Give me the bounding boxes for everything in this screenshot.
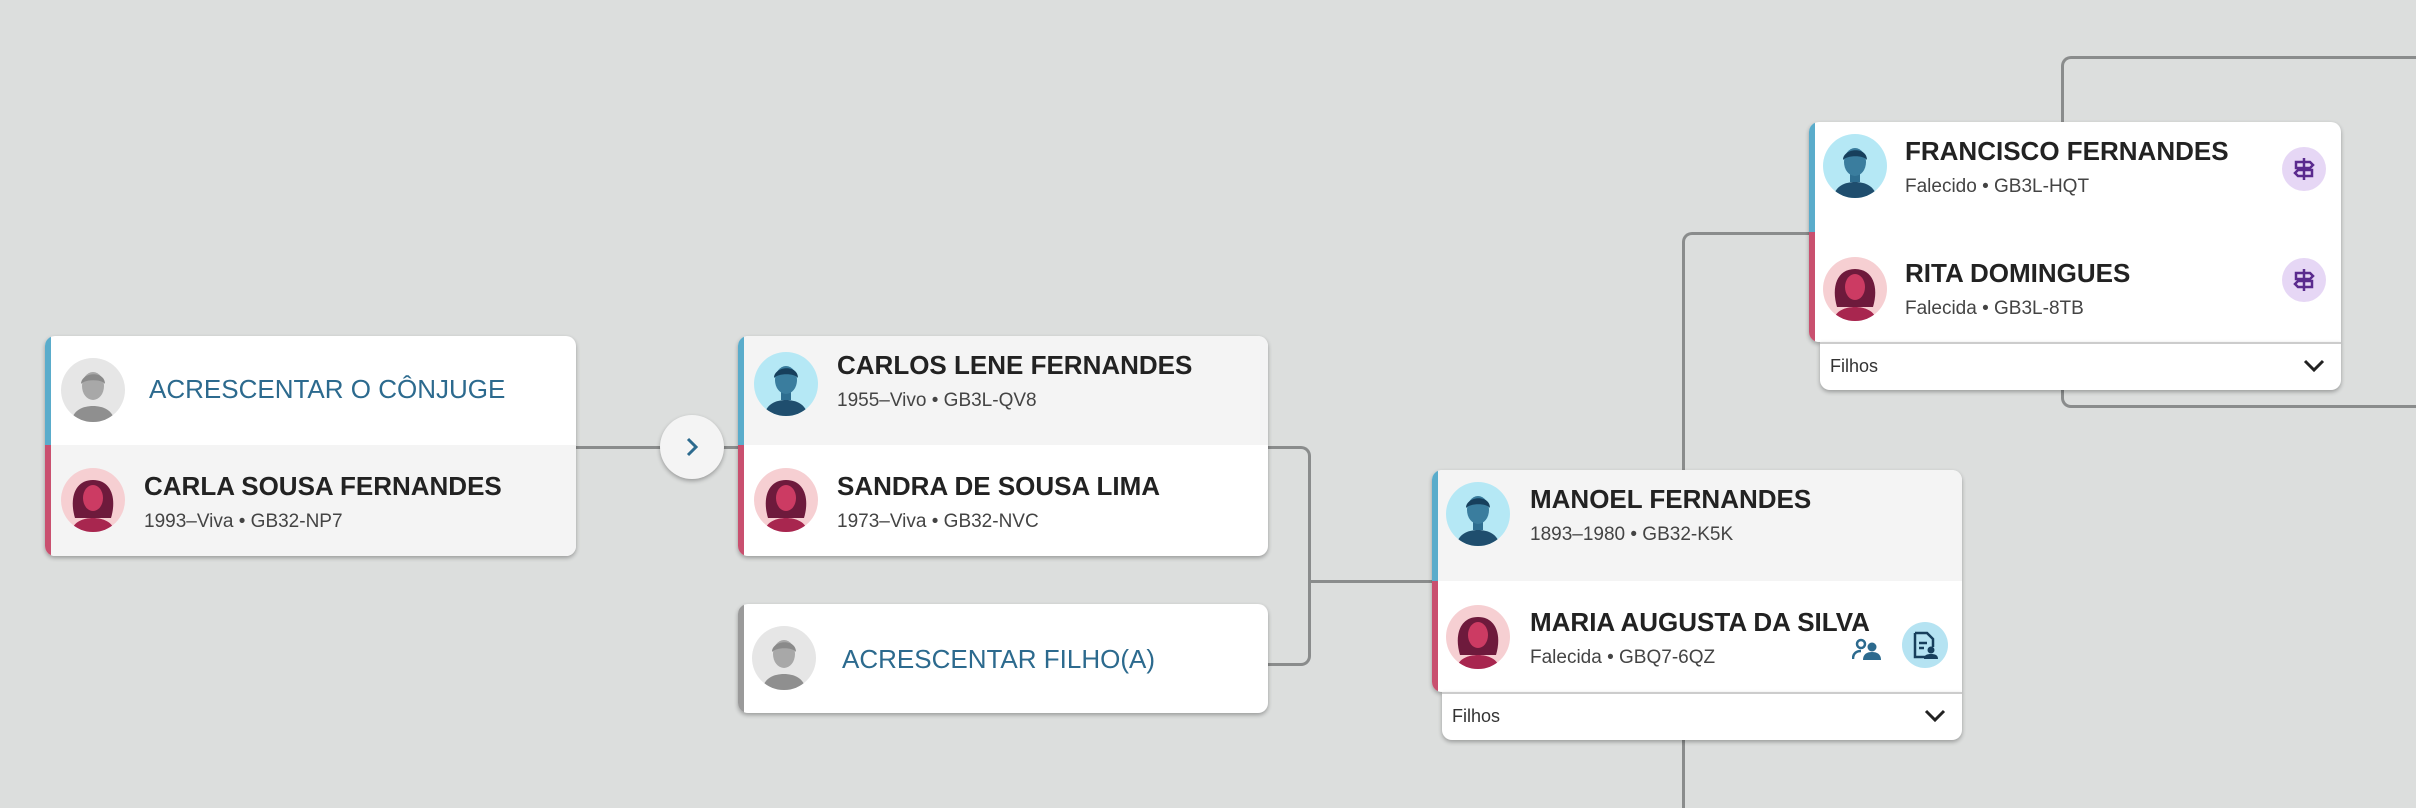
unknown-avatar-icon [61, 358, 125, 422]
add-child-link[interactable]: ACRESCENTAR FILHO(A) [842, 644, 1155, 674]
chevron-right-icon [686, 437, 699, 457]
person-sandra[interactable]: SANDRA DE SOUSA LIMA 1973–Viva • GB32-NV… [738, 445, 1268, 556]
relationships-icon[interactable] [1852, 637, 1882, 663]
connector-line [576, 446, 738, 449]
person-details: Falecido • GB3L-HQT [1905, 176, 2090, 197]
signpost-icon [2293, 158, 2315, 180]
grandparents-couple-card: MANOEL FERNANDES 1893–1980 • GB32-K5K MA… [1432, 470, 1962, 692]
connector-line [1682, 738, 1685, 808]
person-rita[interactable]: RITA DOMINGUES Falecida • GB3L-8TB [1809, 232, 2341, 342]
children-dropdown[interactable]: Filhos [1442, 692, 1962, 740]
add-child-card[interactable]: ACRESCENTAR FILHO(A) [738, 604, 1268, 713]
person-details: 1973–Viva • GB32-NVC [837, 511, 1039, 532]
person-details: Falecida • GB3L-8TB [1905, 298, 2084, 319]
person-francisco[interactable]: FRANCISCO FERNANDES Falecido • GB3L-HQT [1809, 122, 2341, 232]
person-details: 1893–1980 • GB32-K5K [1530, 524, 1734, 545]
parents-couple-card: CARLOS LENE FERNANDES 1955–Vivo • GB3L-Q… [738, 336, 1268, 556]
male-avatar-icon [1823, 134, 1887, 198]
expand-button[interactable] [660, 415, 724, 479]
person-name: MANOEL FERNANDES [1530, 484, 1812, 514]
children-label: Filhos [1452, 706, 1501, 726]
female-avatar-icon [1823, 257, 1887, 321]
person-name: RITA DOMINGUES [1905, 258, 2131, 288]
person-details: 1993–Viva • GB32-NP7 [144, 511, 343, 532]
great-grandparents-couple-card: FRANCISCO FERNANDES Falecido • GB3L-HQT … [1809, 122, 2341, 342]
person-details: 1955–Vivo • GB3L-QV8 [837, 390, 1037, 411]
research-hint-button[interactable] [2282, 258, 2326, 302]
connector-line [1682, 232, 1812, 473]
female-avatar-icon [1446, 605, 1510, 669]
female-avatar-icon [61, 468, 125, 532]
person-name: FRANCISCO FERNANDES [1905, 136, 2229, 166]
person-manoel[interactable]: MANOEL FERNANDES 1893–1980 • GB32-K5K [1432, 470, 1962, 581]
female-avatar-icon [754, 468, 818, 532]
person-details: Falecida • GBQ7-6QZ [1530, 647, 1716, 668]
document-person-icon [1913, 631, 1938, 659]
children-dropdown[interactable]: Filhos [1820, 342, 2341, 390]
connector-line [1308, 580, 1432, 583]
signpost-icon [2293, 269, 2315, 291]
chevron-down-icon [1924, 709, 1946, 723]
chevron-down-icon [2303, 359, 2325, 373]
male-avatar-icon [1446, 482, 1510, 546]
children-label: Filhos [1830, 356, 1879, 376]
person-name: SANDRA DE SOUSA LIMA [837, 471, 1161, 501]
add-spouse-link[interactable]: ACRESCENTAR O CÔNJUGE [149, 374, 506, 404]
male-avatar-icon [754, 352, 818, 416]
connector-line [2061, 56, 2416, 125]
person-name: CARLA SOUSA FERNANDES [144, 471, 502, 501]
connector-line [2061, 390, 2416, 408]
person-name: CARLOS LENE FERNANDES [837, 350, 1193, 380]
sources-button[interactable] [1902, 622, 1948, 668]
connector-line [1268, 446, 1311, 666]
person-carlos[interactable]: CARLOS LENE FERNANDES 1955–Vivo • GB3L-Q… [738, 336, 1268, 445]
person-name: MARIA AUGUSTA DA SILVA [1530, 607, 1870, 637]
person-maria[interactable]: MARIA AUGUSTA DA SILVA Falecida • GBQ7-6… [1432, 581, 1962, 692]
unknown-avatar-icon [752, 626, 816, 690]
root-couple-card: ACRESCENTAR O CÔNJUGE CARLA SOUSA FERNAN… [45, 336, 576, 556]
add-spouse-slot[interactable]: ACRESCENTAR O CÔNJUGE [45, 336, 576, 445]
person-carla[interactable]: CARLA SOUSA FERNANDES 1993–Viva • GB32-N… [45, 445, 576, 556]
research-hint-button[interactable] [2282, 147, 2326, 191]
